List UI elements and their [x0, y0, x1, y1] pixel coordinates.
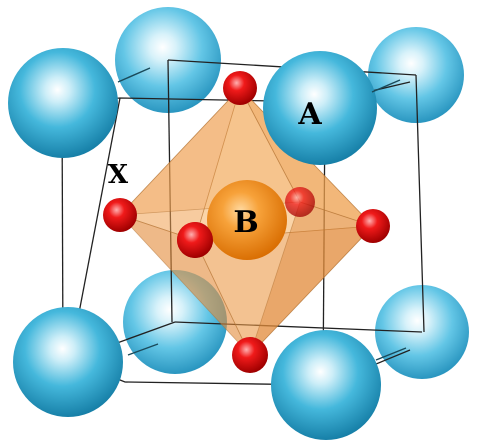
- a-atom-front-bottom-left: [13, 307, 123, 417]
- a-atom-front-top-right: [263, 51, 377, 165]
- b-atom: [207, 180, 287, 260]
- x-atom-right: [356, 209, 390, 243]
- label-x-site: X: [108, 160, 129, 190]
- a-atom-front-bottom-right: [271, 330, 381, 440]
- a-atoms-front: [8, 48, 381, 440]
- x-atom-bottom: [232, 337, 268, 373]
- x-atom-front-overlay: [177, 222, 213, 258]
- x-atom-top: [223, 71, 257, 105]
- x-atom-left: [103, 198, 137, 232]
- a-atom-front-top-left: [8, 48, 118, 158]
- bond-ticks: [117, 67, 407, 361]
- label-a-site: A: [297, 97, 322, 132]
- label-b-site: B: [233, 205, 258, 240]
- x-atom-back: [285, 187, 315, 217]
